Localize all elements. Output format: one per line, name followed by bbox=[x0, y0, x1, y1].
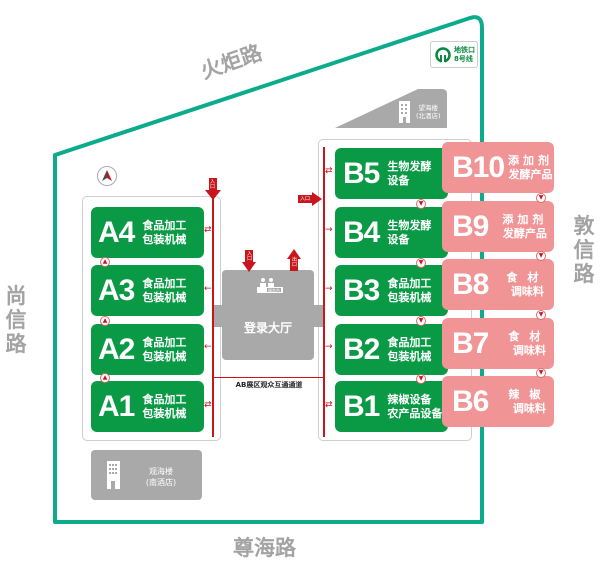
booth-b8[interactable]: B8 食材调味料 bbox=[442, 259, 554, 310]
lobby-exit-arrow[interactable] bbox=[287, 249, 301, 275]
booth-a4[interactable]: A4 食品加工包装机械 bbox=[91, 207, 204, 258]
passage-line bbox=[214, 377, 323, 378]
lobby-corridor bbox=[213, 305, 323, 327]
road-south-label: 尊海路 bbox=[233, 536, 296, 560]
arrow-left-icon: ← bbox=[204, 284, 212, 294]
metro-entrance[interactable]: 地铁口 8号线 bbox=[430, 41, 478, 68]
lobby-exit-label: 出口 bbox=[292, 257, 298, 268]
booth-b5[interactable]: B5 生物发酵设备 bbox=[335, 148, 448, 199]
booth-b1[interactable]: B1 辣椒设备农产品设备 bbox=[335, 381, 448, 432]
booth-b4[interactable]: B4 生物发酵设备 bbox=[335, 207, 448, 258]
escalator-icon: ▼ bbox=[536, 193, 546, 203]
road-west-label: 尚信路 bbox=[5, 284, 27, 356]
escalator-icon: ▼ bbox=[536, 368, 546, 378]
two-way-arrow-icon: ⇄ bbox=[204, 225, 212, 235]
escalator-icon: ▲ bbox=[100, 257, 110, 267]
arrow-right-icon: → bbox=[325, 225, 333, 235]
arrow-left-icon: ← bbox=[204, 342, 212, 352]
booth-b9[interactable]: B9 添加剂发酵产品 bbox=[442, 201, 554, 252]
lobby-label: 登录大厅 bbox=[243, 321, 292, 335]
hall-a-entrance-arrow[interactable] bbox=[205, 178, 221, 204]
booth-b2[interactable]: B2 食品加工包装机械 bbox=[335, 324, 448, 375]
metro-logo-icon bbox=[435, 46, 451, 63]
escalator-icon: ▲ bbox=[100, 373, 110, 383]
escalator-icon: ▼ bbox=[416, 374, 426, 384]
compass-icon bbox=[97, 166, 117, 186]
hall-b-entrance-label: 入口 bbox=[300, 196, 311, 202]
service-desk-icon bbox=[255, 277, 285, 299]
booth-a3[interactable]: A3 食品加工包装机械 bbox=[91, 265, 204, 316]
passage-label: AB展区观众互通通道 bbox=[235, 381, 303, 389]
metro-label-line2: 8号线 bbox=[454, 54, 473, 63]
north-hotel-label: 望海楼 (北酒店) bbox=[416, 104, 441, 120]
escalator-icon: ▼ bbox=[416, 258, 426, 268]
escalator-icon: ▼ bbox=[416, 199, 426, 209]
road-east-label: 敦信路 bbox=[573, 214, 595, 286]
booth-a1[interactable]: A1 食品加工包装机械 bbox=[91, 381, 204, 432]
route-line-b bbox=[323, 147, 325, 437]
lobby-entrance-label: 入口 bbox=[247, 251, 253, 262]
booth-a2[interactable]: A2 食品加工包装机械 bbox=[91, 324, 204, 375]
booth-b6[interactable]: B6 辣椒调味料 bbox=[442, 376, 554, 427]
south-hotel-label: 观海楼 (南酒店) bbox=[145, 467, 177, 487]
escalator-icon: ▼ bbox=[416, 316, 426, 326]
booth-b3[interactable]: B3 食品加工包装机械 bbox=[335, 265, 448, 316]
north-hotel-wedge bbox=[335, 89, 447, 128]
hall-a-entrance-label: 入口 bbox=[210, 179, 216, 190]
escalator-icon: ▼ bbox=[536, 310, 546, 320]
booth-b7[interactable]: B7 食材调味料 bbox=[442, 318, 554, 369]
lobby-entrance-arrow[interactable] bbox=[242, 250, 256, 276]
service-desk-label: 服务台 bbox=[268, 288, 280, 293]
route-line-a bbox=[212, 190, 214, 437]
booth-b10[interactable]: B10 添加剂发酵产品 bbox=[442, 142, 554, 193]
south-hotel-icon bbox=[106, 461, 122, 493]
hall-b-entrance-arrow[interactable] bbox=[298, 191, 322, 210]
escalator-icon: ▲ bbox=[100, 316, 110, 326]
two-way-arrow-icon: ⇄ bbox=[325, 400, 333, 410]
arrow-right-icon: → bbox=[325, 342, 333, 352]
escalator-icon: ▼ bbox=[536, 251, 546, 261]
two-way-arrow-icon: ⇄ bbox=[325, 166, 333, 176]
two-way-arrow-icon: ⇄ bbox=[204, 400, 212, 410]
north-hotel-icon bbox=[398, 101, 412, 127]
arrow-right-icon: → bbox=[325, 284, 333, 294]
metro-label-line1: 地铁口 bbox=[454, 45, 475, 54]
